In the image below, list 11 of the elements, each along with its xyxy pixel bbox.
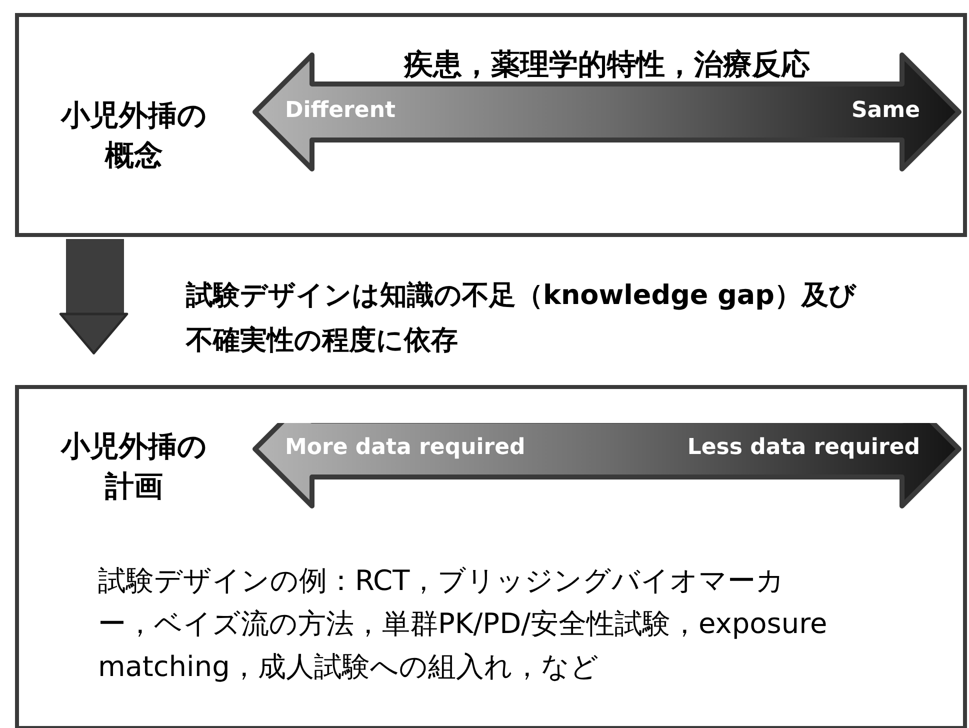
panel-heading: 小児外挿の計画 — [60, 428, 208, 505]
arrow-label: Same — [851, 98, 920, 123]
edge-label: 試験デザインは知識の不足（knowledge gap）及び不確実性の程度に依存 — [186, 279, 858, 358]
panel-box — [15, 13, 967, 237]
example-text: 試験デザインの例：RCT，ブリッジングバイオマーカー，ベイズ流の方法，単群PK/PD/安全性試験，exposure matching，成人試験への組入れ，など — [98, 563, 828, 685]
arrow-label: Less data required — [687, 435, 920, 460]
arrow-heading: 疾患，薬理学的特性，治療反応 — [402, 47, 811, 81]
panel-heading: 小児外挿の概念 — [60, 97, 208, 174]
arrow-label: More data required — [285, 435, 526, 460]
panel-box — [15, 385, 967, 728]
arrow-label: Different — [285, 98, 396, 123]
